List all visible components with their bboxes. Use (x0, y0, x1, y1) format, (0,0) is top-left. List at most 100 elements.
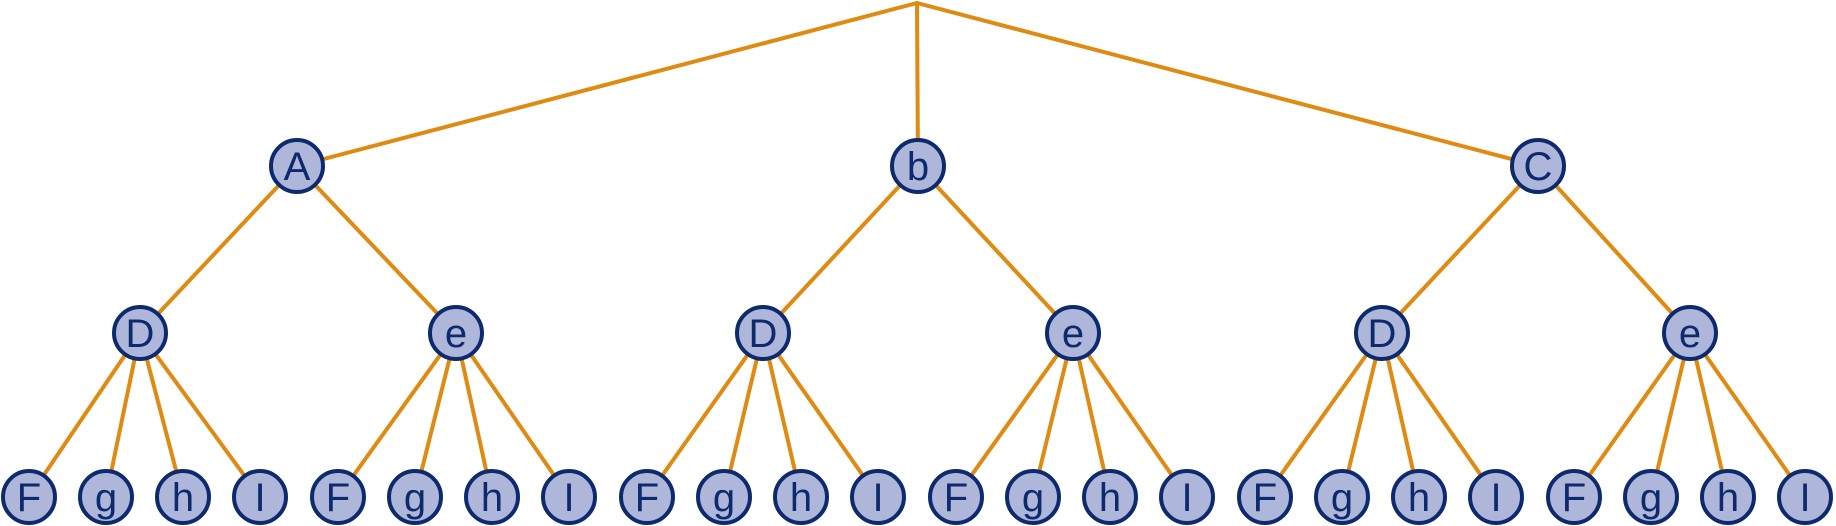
edge-0-0 (138, 164, 299, 335)
node-label: g (404, 476, 426, 520)
edge-2-0-3 (1380, 331, 1498, 499)
node-label: b (907, 145, 929, 189)
node-f-leaf: F (928, 469, 984, 525)
node-label: h (1408, 476, 1430, 520)
node-f-leaf: F (1, 469, 57, 525)
node-circle (1, 469, 57, 525)
node-h-leaf: h (1082, 469, 1138, 525)
node-label: h (790, 476, 812, 520)
node-circle (428, 305, 484, 361)
node-circle (1468, 469, 1524, 525)
node-label: A (284, 145, 311, 189)
node-h-leaf: h (1700, 469, 1756, 525)
edge-1-0-2 (761, 331, 803, 499)
node-circle (232, 469, 288, 525)
node-label: e (1062, 312, 1084, 356)
node-label: C (1524, 145, 1553, 189)
edge-2-1-1 (1649, 331, 1692, 499)
node-circle (1662, 305, 1718, 361)
edge-0-0-2 (138, 331, 185, 499)
node-circle (1314, 469, 1370, 525)
node-label: I (1181, 476, 1192, 520)
node-label: h (172, 476, 194, 520)
edge-1-1-2 (1071, 331, 1112, 499)
node-label: h (481, 476, 503, 520)
node-d-level2: D (735, 305, 791, 361)
node-label: F (635, 476, 659, 520)
node-e-level2: e (1662, 305, 1718, 361)
node-circle (1045, 305, 1101, 361)
node-i-leaf: I (541, 469, 597, 525)
node-label: F (1562, 476, 1586, 520)
node-circle (1082, 469, 1138, 525)
node-i-leaf: I (1159, 469, 1215, 525)
node-circle (1700, 469, 1756, 525)
node-circle (735, 305, 791, 361)
node-circle (1159, 469, 1215, 525)
node-label: D (1368, 312, 1397, 356)
edge-2-0-2 (1380, 331, 1421, 499)
node-label: D (749, 312, 778, 356)
node-label: F (326, 476, 350, 520)
node-circle (464, 469, 520, 525)
node-circle (269, 138, 325, 194)
node-h-leaf: h (464, 469, 520, 525)
edge-root-0 (295, 1, 919, 168)
node-f-leaf: F (1237, 469, 1293, 525)
node-circle (773, 469, 829, 525)
edge-1-1-1 (1031, 331, 1075, 499)
node-label: I (1490, 476, 1501, 520)
node-label: I (1799, 476, 1810, 520)
node-label: g (1331, 476, 1353, 520)
node-g-leaf: g (1005, 469, 1061, 525)
node-circle (1354, 305, 1410, 361)
node-d-level2: D (1354, 305, 1410, 361)
edge-1-1 (916, 164, 1075, 335)
edge-1-0-3 (761, 331, 880, 499)
node-circle (1623, 469, 1679, 525)
node-label: I (872, 476, 883, 520)
node-label: F (1253, 476, 1277, 520)
node-g-leaf: g (1623, 469, 1679, 525)
node-circle (112, 305, 168, 361)
node-g-leaf: g (387, 469, 443, 525)
node-label: F (944, 476, 968, 520)
edge-0-1-1 (413, 331, 458, 499)
node-b-level1: b (890, 138, 946, 194)
edge-root-2 (915, 1, 1540, 168)
edge-0-1-0 (336, 331, 458, 499)
node-label: D (126, 312, 155, 356)
tree-edges (27, 1, 1807, 499)
node-circle (1391, 469, 1447, 525)
node-a-level1: A (269, 138, 325, 194)
node-circle (928, 469, 984, 525)
node-circle (310, 469, 366, 525)
node-label: g (95, 476, 117, 520)
node-label: I (563, 476, 574, 520)
node-g-leaf: g (696, 469, 752, 525)
edge-1-0 (761, 164, 920, 335)
node-circle (1237, 469, 1293, 525)
edge-1-0-0 (645, 331, 765, 499)
node-label: e (445, 312, 467, 356)
node-circle (387, 469, 443, 525)
node-circle (1005, 469, 1061, 525)
node-label: g (1022, 476, 1044, 520)
node-c-level1: C (1510, 138, 1566, 194)
node-h-leaf: h (155, 469, 211, 525)
edge-1-1-0 (954, 331, 1075, 499)
node-h-leaf: h (1391, 469, 1447, 525)
node-i-leaf: I (850, 469, 906, 525)
node-label: g (1640, 476, 1662, 520)
node-label: I (254, 476, 265, 520)
node-circle (541, 469, 597, 525)
node-i-leaf: I (1777, 469, 1833, 525)
edge-0-1-3 (454, 331, 571, 499)
node-circle (155, 469, 211, 525)
node-circle (619, 469, 675, 525)
node-i-leaf: I (1468, 469, 1524, 525)
node-g-leaf: g (78, 469, 134, 525)
edge-1-1-3 (1071, 331, 1189, 499)
